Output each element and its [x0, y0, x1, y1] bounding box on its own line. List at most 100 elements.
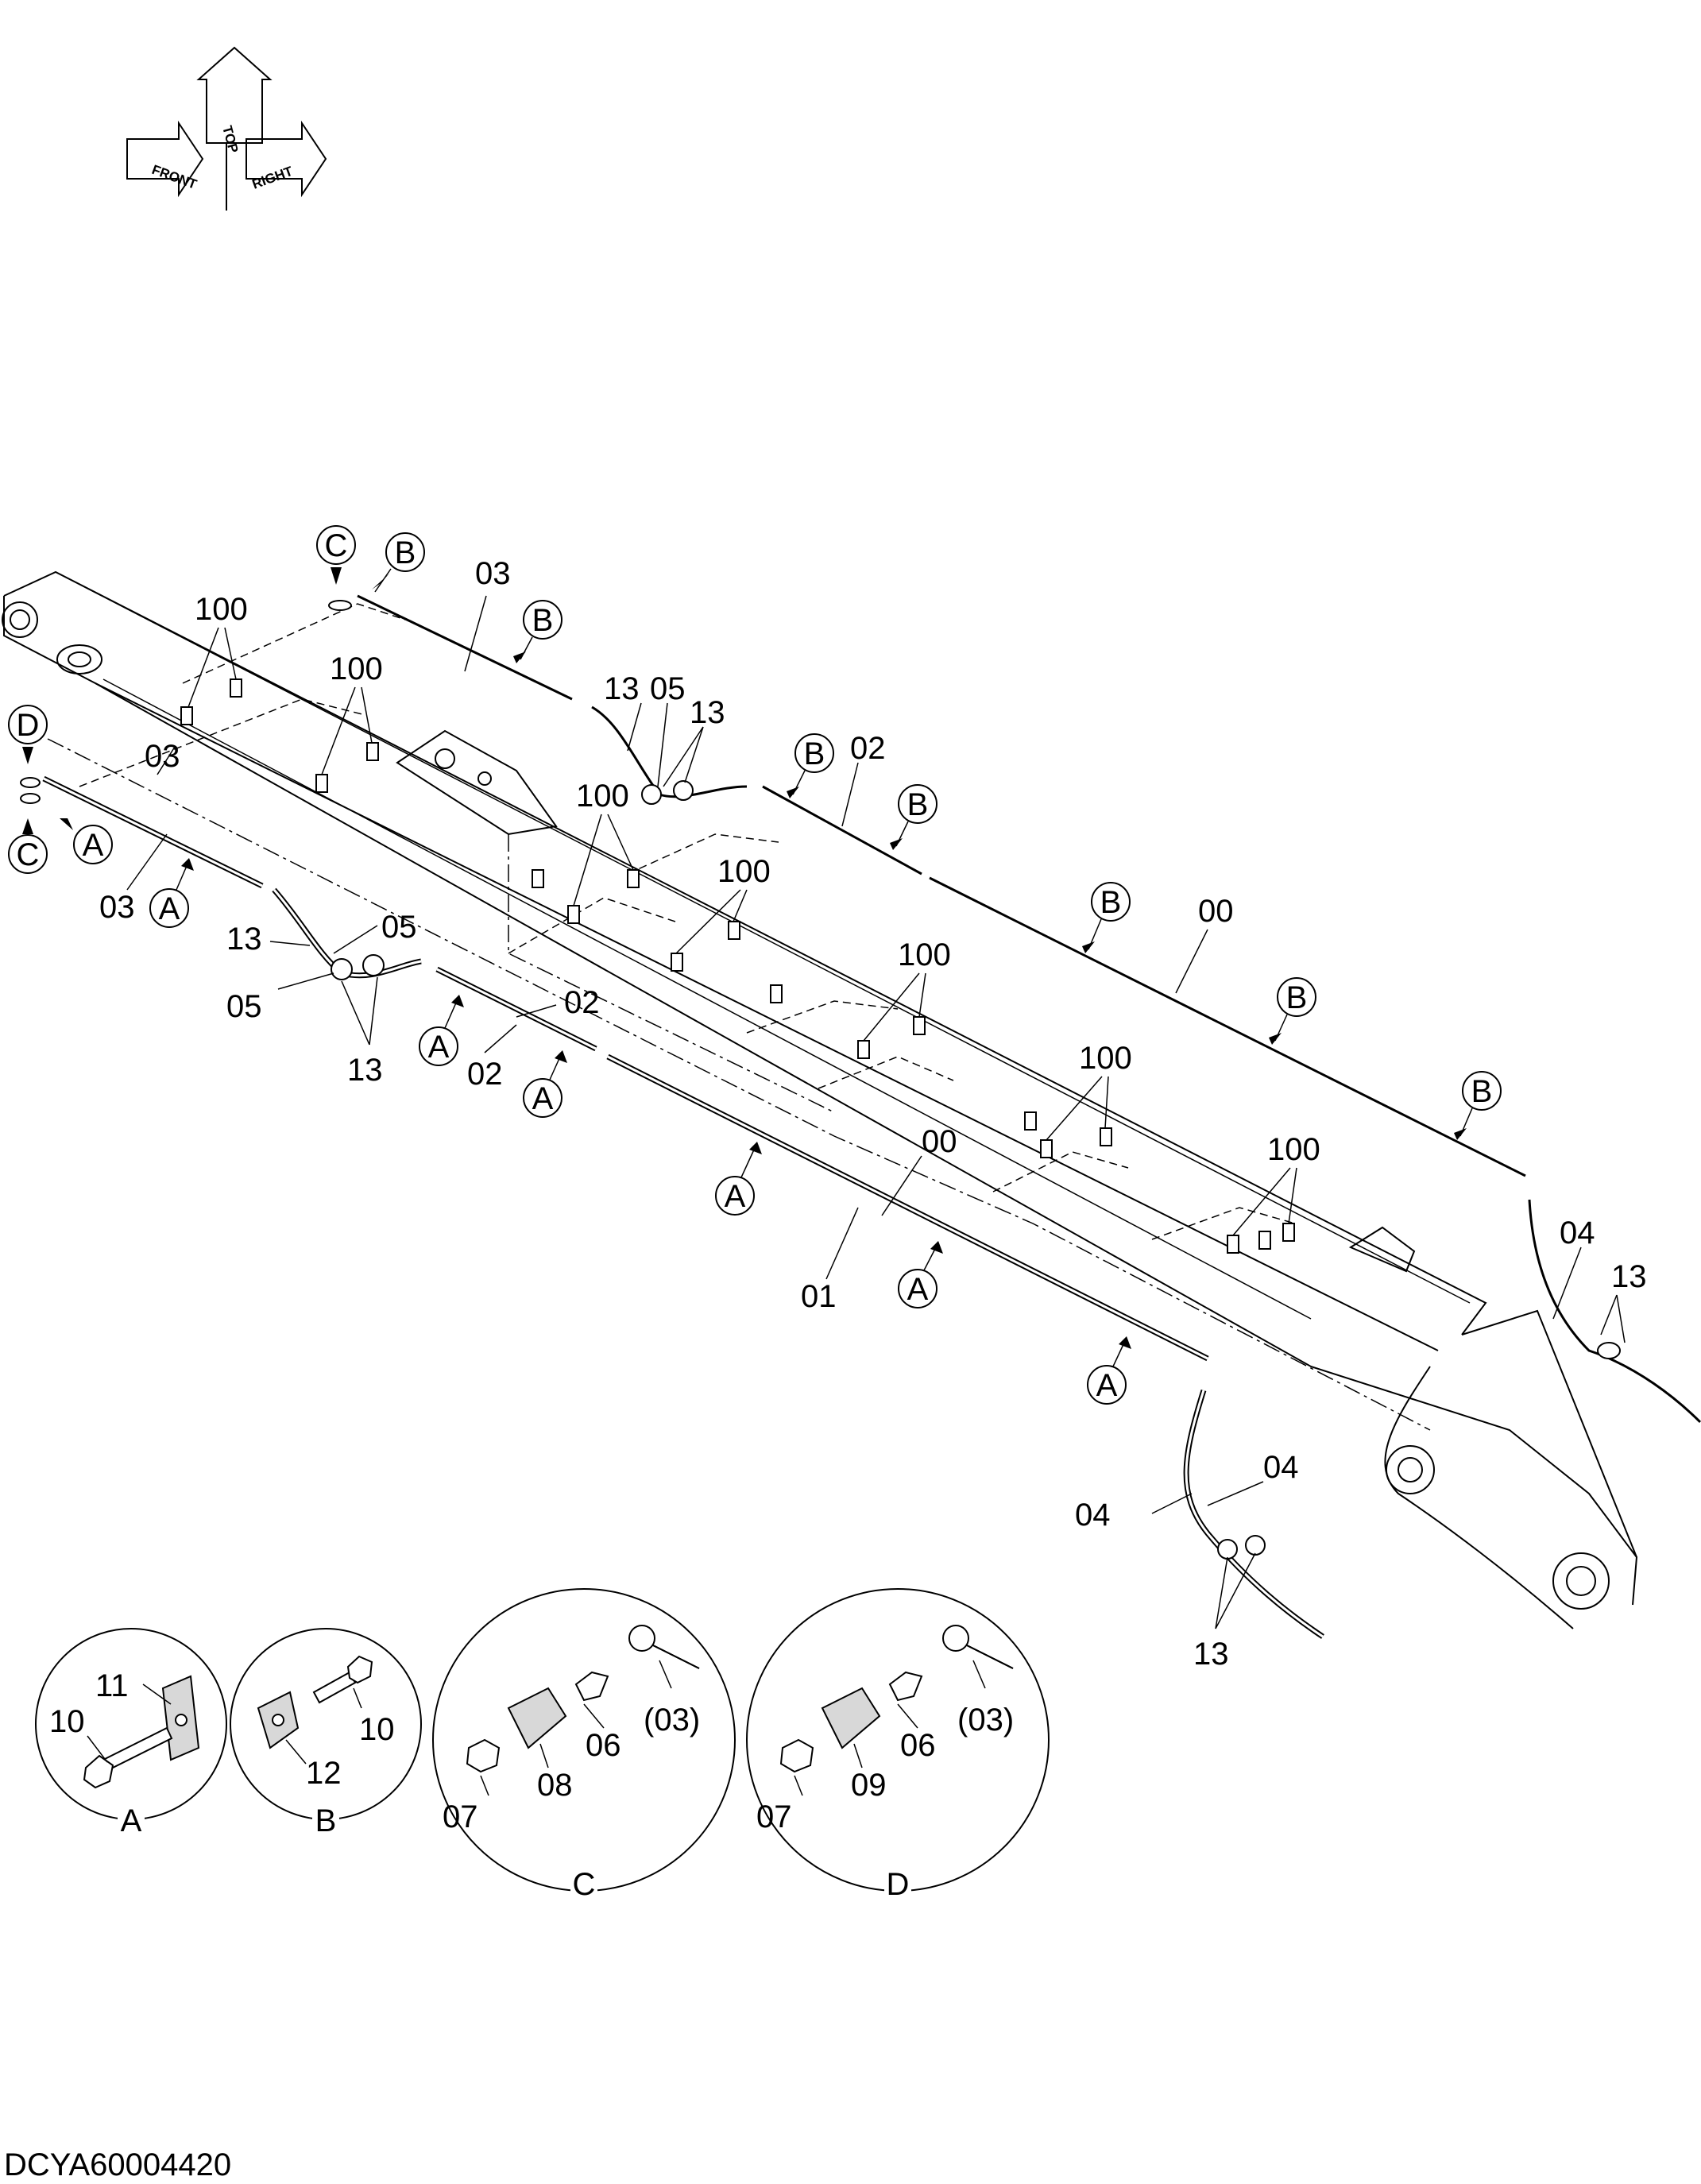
- callout-01: 01: [801, 1279, 837, 1314]
- ref-marker-b: B: [787, 733, 834, 798]
- detail-b-label-10: 10: [359, 1712, 395, 1747]
- ref-marker-a: A: [60, 818, 113, 864]
- callout-100: 100: [1267, 1132, 1320, 1167]
- pipe-03-lower-inner: [43, 777, 263, 887]
- callout-05: 05: [381, 910, 417, 945]
- callout-labels: 100 100 100 100 100 100 100 03 02 00 13 …: [99, 556, 1647, 1672]
- leader-100-6b: [1046, 1076, 1103, 1141]
- clamp-100: [913, 1016, 926, 1035]
- upper-pipe: [357, 594, 1701, 1424]
- ref-marker-b: B: [890, 784, 937, 850]
- ref-marker-b-arrow: [1082, 941, 1095, 953]
- leader-detail-c-08: [539, 1743, 549, 1768]
- leader-detail-c-07: [480, 1775, 489, 1796]
- ref-marker-a-letter: A: [428, 1030, 450, 1065]
- ref-marker-b-letter: B: [532, 603, 554, 638]
- ref-marker-a-arrow: [181, 858, 194, 871]
- plug-c-lower: [20, 793, 41, 804]
- ref-line-2: [508, 834, 835, 1113]
- clamp-100: [1227, 1235, 1239, 1254]
- top-label: TOP: [219, 124, 241, 154]
- ref-marker-b-arrow: [787, 787, 799, 798]
- clamp-100: [315, 774, 328, 793]
- callout-05: 05: [226, 989, 262, 1024]
- ref-line-6: [627, 833, 779, 875]
- detail-d-caption: D: [887, 1867, 910, 1902]
- ref-marker-b-arrow: [1454, 1128, 1467, 1140]
- detail-a: A 11 10: [35, 1628, 227, 1843]
- ref-marker-b: B: [1082, 882, 1131, 953]
- leader-02-top: [841, 762, 859, 827]
- ref-marker-a-leader: [1112, 1342, 1125, 1367]
- clamps: [180, 678, 1295, 1254]
- detail-c-caption-gap: [570, 1875, 597, 1907]
- detail-a-label-10: 10: [49, 1704, 85, 1739]
- leader-detail-a-10: [87, 1735, 108, 1763]
- ref-line-4: [79, 698, 366, 787]
- hose-band-lower-4: [1245, 1535, 1266, 1556]
- ref-marker-b-arrow: [513, 651, 526, 663]
- leader-05-top: [657, 702, 668, 787]
- callout-03: 03: [145, 739, 180, 774]
- arm-end-lower: [1384, 1366, 1574, 1629]
- callout-05: 05: [650, 671, 686, 706]
- nipple-06-c: [574, 1671, 609, 1702]
- leader-13-low-a: [1215, 1556, 1228, 1629]
- ref-marker-b-letter: B: [1100, 885, 1122, 920]
- ref-marker-b-arrow: [890, 838, 903, 850]
- coupler-09: [821, 1687, 881, 1749]
- callout-13: 13: [1611, 1259, 1647, 1294]
- detail-c-label-08: 08: [537, 1768, 573, 1803]
- arm-bottom-edge: [95, 682, 1638, 1606]
- callout-13: 13: [347, 1053, 383, 1088]
- callout-100: 100: [1079, 1041, 1132, 1076]
- callout-04: 04: [1263, 1450, 1299, 1485]
- ref-marker-b-letter: B: [804, 736, 825, 771]
- leader-detail-d-09: [853, 1743, 863, 1768]
- ref-marker-b-arrow: [1269, 1033, 1282, 1045]
- pipe-03-d-end: [942, 1625, 969, 1652]
- arm-front-edge: [3, 596, 1439, 1351]
- leader-100-1b: [187, 627, 219, 708]
- callout-03: 03: [99, 890, 135, 925]
- leader-13-left2b: [369, 976, 378, 1046]
- ref-line-7: [746, 1000, 899, 1034]
- ref-marker-c-arrow: [22, 818, 33, 834]
- callout-04: 04: [1560, 1216, 1595, 1250]
- leader-detail-b-10: [353, 1687, 362, 1709]
- callout-13: 13: [604, 671, 640, 706]
- ref-marker-b: B: [1454, 1071, 1502, 1140]
- bolt-10-shank: [102, 1726, 173, 1772]
- leader-05-left1: [333, 925, 378, 954]
- ref-marker-b-letter: B: [1286, 980, 1308, 1015]
- leader-04-right: [1552, 1247, 1582, 1320]
- detail-a-caption-gap: [118, 1811, 145, 1843]
- ref-marker-c-letter: C: [17, 837, 40, 872]
- hose-04-lower: [1183, 1389, 1324, 1639]
- pipe-00-upper: [929, 876, 1526, 1177]
- bolt-10-b-shank: [312, 1671, 357, 1704]
- cap-07-d: [779, 1738, 814, 1773]
- leader-04-low1: [1207, 1481, 1264, 1506]
- front-label: FRONT: [150, 162, 199, 192]
- leader-13-top2b: [684, 726, 704, 783]
- clamp-100: [728, 921, 740, 940]
- pipe-03-c-inner: [651, 1644, 700, 1669]
- leader-100-5b: [863, 972, 920, 1042]
- arm-bore-front: [56, 644, 102, 675]
- reference-lines: [47, 603, 1431, 1431]
- front-arrow-shape: [126, 120, 204, 198]
- hose-band-upper-1: [641, 784, 662, 805]
- leader-detail-d-07: [794, 1775, 803, 1796]
- leader-13-top2a: [663, 726, 704, 787]
- arm-centerline-top: [55, 571, 1471, 1304]
- plug-c-upper: [328, 600, 352, 611]
- hose-band-lower-2: [362, 954, 385, 976]
- ref-marker-a: A: [419, 995, 464, 1066]
- leader-13-left2a: [341, 980, 370, 1046]
- clamp-100: [366, 742, 379, 761]
- arm-centerline-mid: [102, 678, 1312, 1320]
- arm-bracket-lower: [1348, 1226, 1416, 1273]
- leader-01: [825, 1207, 859, 1280]
- detail-d-label-09: 09: [851, 1768, 887, 1803]
